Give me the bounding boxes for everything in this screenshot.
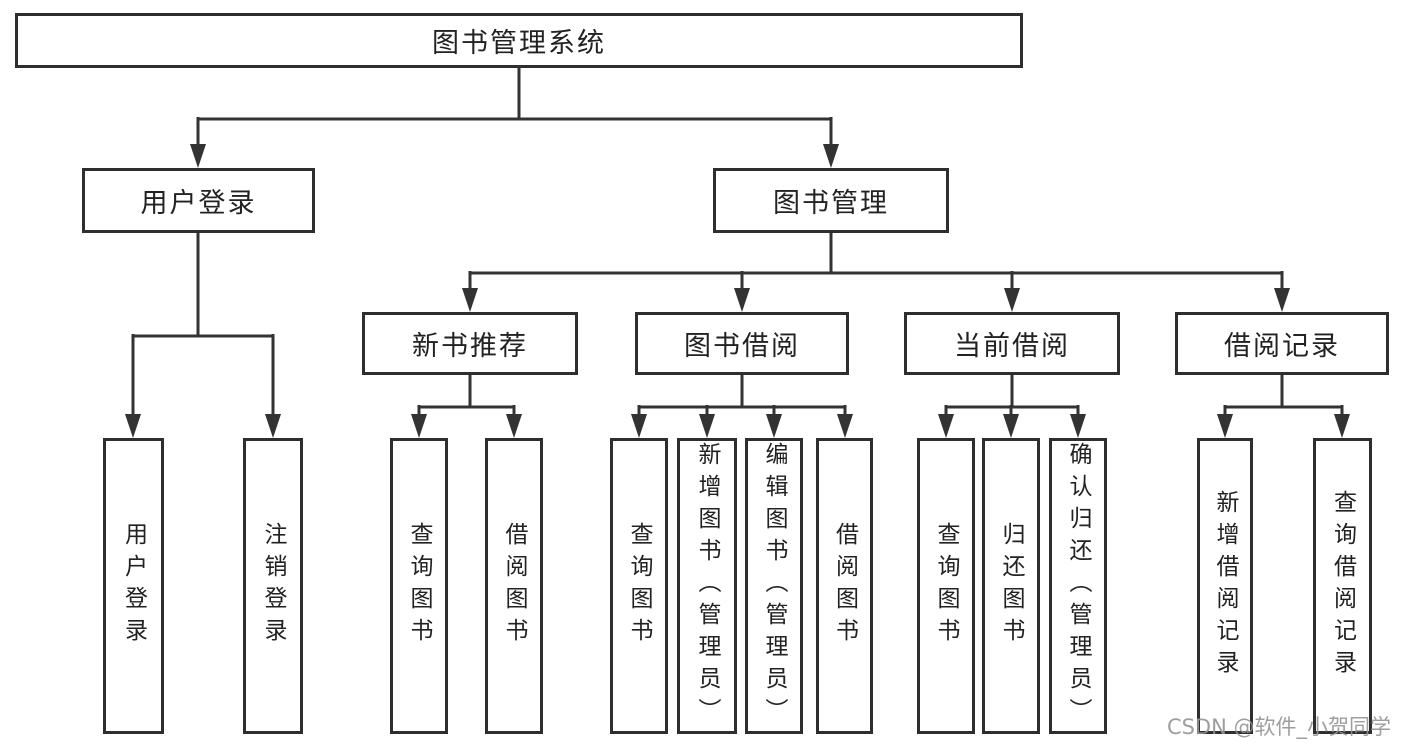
node-label: 当前借阅 <box>954 331 1070 362</box>
leaf-recommend-query-books: 查询图书 <box>390 438 448 734</box>
csdn-watermark: CSDN @软件_小贺同学 <box>1166 715 1391 739</box>
leaf-logout-login: 注销登录 <box>243 438 303 734</box>
node-user-login: 用户登录 <box>82 168 315 233</box>
node-label: 图书借阅 <box>684 331 800 362</box>
node-book-borrowing: 图书借阅 <box>635 312 849 375</box>
node-book-management: 图书管理 <box>713 168 949 233</box>
leaf-records-add-borrow-record: 新增借阅记录 <box>1197 438 1253 734</box>
leaf-borrowing-add-books-admin: 新增图书（管理员） <box>677 438 737 734</box>
node-library-management-system: 图书管理系统 <box>15 13 1023 68</box>
node-label: 查询借阅记录 <box>1329 490 1356 682</box>
node-label: 新书推荐 <box>412 331 528 362</box>
leaf-current-confirm-return-admin: 确认归还（管理员） <box>1049 438 1107 734</box>
node-label: 归还图书 <box>998 522 1024 650</box>
leaf-borrowing-borrow-books: 借阅图书 <box>816 438 873 734</box>
node-label: 确认归还（管理员） <box>1065 442 1091 730</box>
node-label: 查询图书 <box>626 522 652 650</box>
leaf-borrowing-query-books: 查询图书 <box>610 438 668 734</box>
node-label: 查询图书 <box>406 522 432 650</box>
leaf-records-query-borrow-record: 查询借阅记录 <box>1313 438 1372 734</box>
node-label: 借阅图书 <box>831 522 858 650</box>
node-label: 借阅记录 <box>1224 331 1340 362</box>
leaf-current-return-books: 归还图书 <box>982 438 1040 734</box>
leaf-recommend-borrow-books: 借阅图书 <box>485 438 543 734</box>
node-current-borrowing: 当前借阅 <box>904 312 1120 375</box>
node-borrow-records: 借阅记录 <box>1175 312 1389 375</box>
leaf-current-query-books: 查询图书 <box>917 438 975 734</box>
leaf-borrowing-edit-books-admin: 编辑图书（管理员） <box>745 438 803 734</box>
node-label: 新增图书（管理员） <box>694 442 720 730</box>
node-label: 新增借阅记录 <box>1212 490 1238 682</box>
node-label: 编辑图书（管理员） <box>761 442 787 730</box>
node-label: 图书管理系统 <box>432 28 606 59</box>
node-label: 用户登录 <box>120 522 147 650</box>
node-label: 用户登录 <box>140 188 257 219</box>
node-label: 图书管理 <box>773 188 889 219</box>
leaf-user-login: 用户登录 <box>103 438 164 734</box>
node-label: 注销登录 <box>260 522 286 650</box>
node-label: 查询图书 <box>933 522 959 650</box>
node-new-book-recommend: 新书推荐 <box>362 312 578 375</box>
node-label: 借阅图书 <box>501 522 527 650</box>
